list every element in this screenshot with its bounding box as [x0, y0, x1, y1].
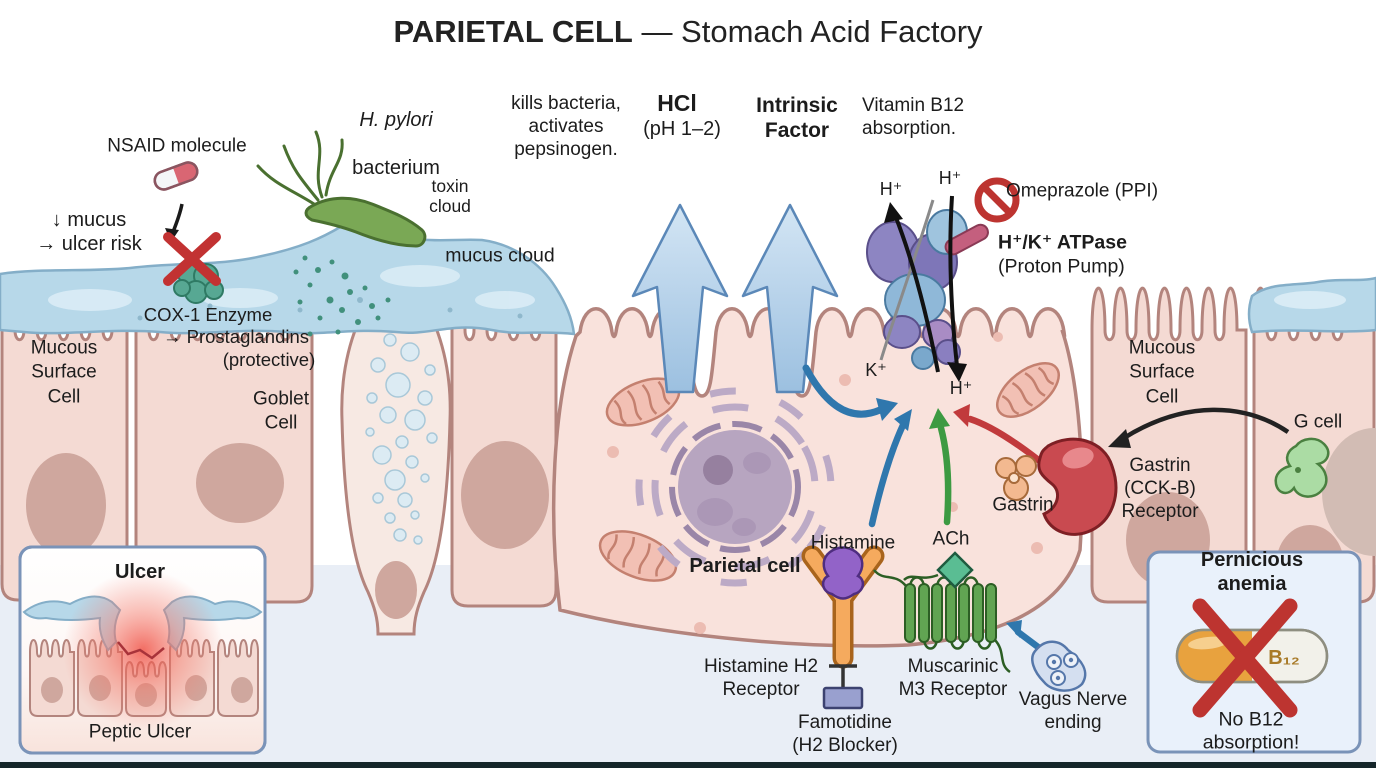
pernicious-anemia-box	[1146, 550, 1362, 754]
label-gastrin: Gastrin	[992, 494, 1054, 516]
label-mucous-surface-cell-right: Mucous Surface Cell	[1128, 337, 1196, 408]
label-vagus-nerve: Vagus Nerve ending	[1018, 689, 1128, 733]
label-hpylori-name: H. pylori	[359, 109, 433, 131]
label-h-plus-inside: H⁺	[949, 378, 973, 399]
page-title: PARIETAL CELL — Stomach Acid Factory	[393, 14, 982, 50]
toxin-cloud-icon	[293, 255, 391, 337]
label-mucus-cloud: mucus cloud	[445, 244, 555, 267]
nucleus-icon	[635, 387, 835, 587]
g-cell-icon	[1274, 437, 1330, 498]
gcell-arrow	[1108, 407, 1290, 448]
label-hpylori: H. pylori bacterium	[352, 84, 440, 204]
famotidine-inhibitor	[822, 664, 864, 710]
gastrin-molecule-icon	[995, 455, 1037, 501]
mucus-layer-left	[0, 219, 576, 336]
label-mucous-surface-cell-left: Mucous Surface Cell	[30, 337, 98, 408]
label-peptic-ulcer: Peptic Ulcer	[88, 721, 192, 743]
label-secretion-note: kills bacteria, activates pepsinogen.	[511, 92, 621, 160]
label-no-b12: No B12 absorption!	[1202, 708, 1300, 754]
label-h-plus-left: H⁺	[879, 179, 903, 200]
label-g-cell: G cell	[1293, 411, 1343, 433]
label-m3-receptor: Muscarinic M3 Receptor	[898, 656, 1008, 700]
label-goblet-cell: Goblet Cell	[253, 388, 309, 434]
label-ach: ACh	[932, 528, 970, 550]
b12-x-icon	[1192, 598, 1298, 718]
omeprazole-molecule-icon	[944, 223, 989, 256]
right-edge-cell	[1322, 428, 1376, 556]
label-cox1-line1: COX-1 Enzyme	[143, 303, 273, 325]
label-toxin-cloud: toxin cloud	[429, 175, 471, 216]
label-parietal-cell: Parietal cell	[689, 555, 801, 577]
label-atpase: H⁺/K⁺ ATPase	[998, 231, 1127, 254]
label-h2-receptor: Histamine H2 Receptor	[703, 656, 819, 700]
label-nsaid-molecule: NSAID molecule	[107, 135, 247, 157]
mucus-layer-right	[1247, 276, 1376, 334]
label-k-plus: K⁺	[865, 360, 887, 381]
label-cox1-line3: (protective)	[222, 348, 316, 370]
title-bold: PARIETAL CELL	[393, 14, 633, 49]
bottom-edge-bar	[0, 762, 1376, 768]
mitochondrion-icon	[996, 362, 1060, 418]
gastrin-cckb-receptor-icon	[1037, 437, 1118, 536]
label-hcl-ph: (pH 1–2)	[643, 118, 721, 140]
label-intrinsic-factor: Intrinsic Factor	[756, 93, 838, 142]
label-mucus-ulcer-risk: ↓ mucus → ulcer risk	[36, 209, 142, 255]
histamine-molecule-icon	[821, 546, 865, 600]
label-omeprazole: Omeprazole (PPI)	[1005, 180, 1159, 202]
label-hcl: HCl	[657, 90, 697, 117]
label-proton-pump: (Proton Pump)	[998, 255, 1125, 278]
label-b12-absorption: Vitamin B12 absorption.	[862, 95, 965, 139]
proton-pump-icon	[866, 209, 989, 370]
proton-flux-arrows	[879, 195, 967, 382]
label-pernicious-title: Pernicious anemia	[1200, 549, 1304, 595]
label-b12-capsule: B₁₂	[1268, 647, 1300, 669]
label-famotidine: Famotidine (H2 Blocker)	[792, 712, 898, 756]
vagus-nerve-ending-icon	[1031, 640, 1087, 692]
label-hpylori-bacterium: bacterium	[352, 157, 440, 179]
famotidine-molecule-icon	[822, 686, 864, 710]
label-h-plus-right: H⁺	[938, 168, 962, 189]
ppi-ban-icon	[974, 177, 1020, 223]
ulcer-box	[18, 545, 267, 755]
title-rest: — Stomach Acid Factory	[632, 14, 983, 49]
mitochondrion-icon	[598, 530, 678, 582]
label-gastrin-receptor: Gastrin (CCK-B) Receptor	[1121, 454, 1199, 522]
intrinsic-factor-arrow	[741, 203, 839, 394]
nsaid-x-icon	[163, 232, 221, 286]
ach-molecule-icon	[936, 551, 974, 589]
label-ulcer-title: Ulcer	[114, 561, 166, 583]
label-cox1-line2: → Prostaglandins	[162, 325, 310, 347]
label-histamine: Histamine	[810, 532, 896, 554]
hpylori-bacterium-icon	[256, 130, 427, 248]
nsaid-pill-icon	[153, 161, 199, 191]
hcl-arrow	[631, 203, 729, 394]
